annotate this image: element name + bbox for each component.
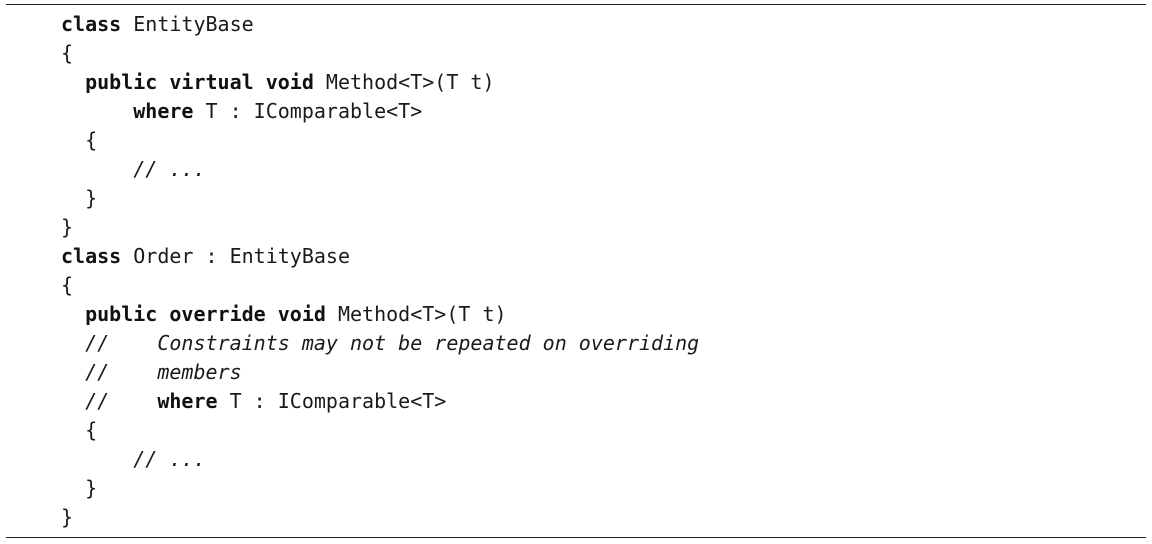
code-indent [61,389,85,413]
code-comment: // Constraints may not be repeated on ov… [85,331,700,355]
code-indent [61,418,85,442]
code-comment: // members [85,360,242,384]
top-rule [6,4,1146,5]
code-comment: // ... [133,447,206,471]
code-indent [61,70,85,94]
code-line: // Constraints may not be repeated on ov… [61,329,699,358]
code-text: { [85,128,98,152]
code-comment: // ... [133,157,206,181]
code-indent [61,476,85,500]
code-text: Method<T>(T t) [313,70,495,94]
code-indent [61,128,85,152]
code-text: EntityBase [121,12,254,36]
code-text: } [61,505,74,529]
code-text: T : IComparable<T> [193,99,423,123]
code-comment: // [85,389,158,413]
code-text: { [61,273,74,297]
code-text: { [61,41,74,65]
code-line: { [61,416,699,445]
code-keyword: class [61,12,122,36]
code-indent [61,99,133,123]
code-indent [61,302,85,326]
code-line: { [61,271,699,300]
code-line: public override void Method<T>(T t) [61,300,699,329]
code-line: // ... [61,155,699,184]
code-line: class EntityBase [61,10,699,39]
code-line: { [61,126,699,155]
code-keyword: where [157,389,218,413]
code-text: Order : EntityBase [121,244,350,268]
code-indent [61,157,133,181]
code-keyword: public override void [85,302,326,326]
code-line: // members [61,358,699,387]
code-text: } [61,215,74,239]
code-indent [61,360,85,384]
code-line: { [61,39,699,68]
code-line: } [61,474,699,503]
code-line: } [61,184,699,213]
code-line: where T : IComparable<T> [61,97,699,126]
code-keyword: where [133,99,194,123]
code-text: Method<T>(T t) [325,302,507,326]
code-line: // where T : IComparable<T> [61,387,699,416]
code-text: } [85,476,98,500]
code-line: } [61,503,699,532]
code-text: T : IComparable<T> [217,389,447,413]
code-text: { [85,418,98,442]
code-keyword: public virtual void [85,70,314,94]
code-line: } [61,213,699,242]
code-indent [61,331,85,355]
code-text: } [85,186,98,210]
code-listing: class EntityBase{ public virtual void Me… [61,10,699,532]
code-indent [61,447,133,471]
code-indent [61,186,85,210]
bottom-rule [6,537,1146,538]
code-line: class Order : EntityBase [61,242,699,271]
code-keyword: class [61,244,122,268]
code-line: // ... [61,445,699,474]
code-line: public virtual void Method<T>(T t) [61,68,699,97]
